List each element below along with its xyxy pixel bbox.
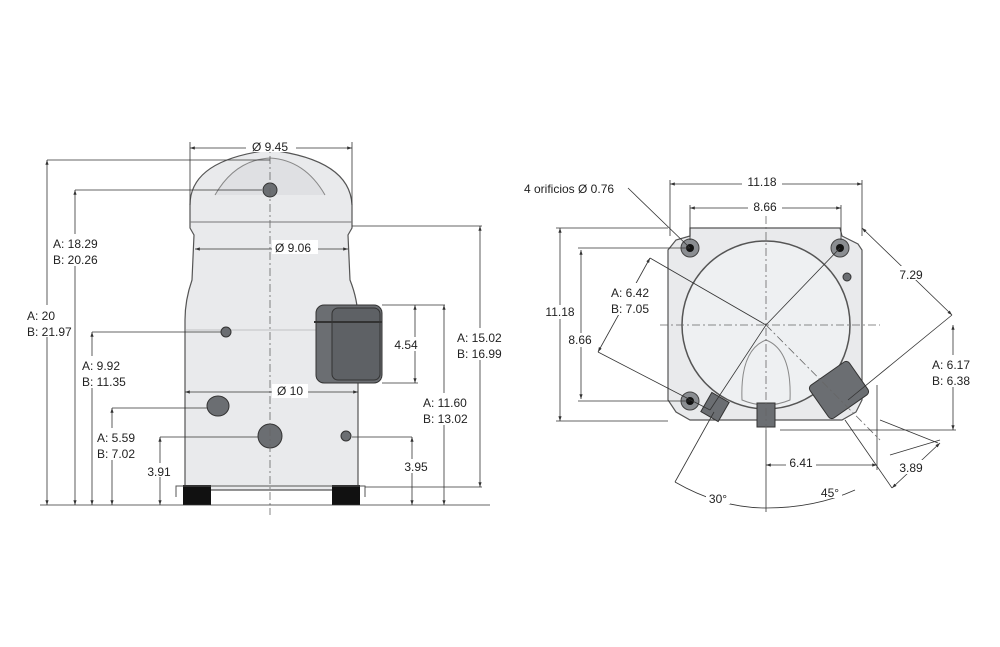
mounting-foot-right [332, 485, 360, 505]
top-view: 11.18 8.66 4 orificios Ø 0.76 11.18 8.66… [524, 175, 980, 512]
holes-callout: 4 orificios Ø 0.76 [524, 182, 614, 196]
dim-oil-port-a: A: 9.92 [82, 359, 120, 373]
dim-diag-right: 7.29 [899, 268, 923, 282]
dim-base-height: 11.18 [545, 305, 574, 319]
dim-upper-diameter: Ø 9.06 [275, 241, 311, 255]
dim-fitting-right: 3.95 [404, 460, 428, 474]
dim-suction-b: B: 7.02 [97, 447, 135, 461]
dim-total-height-a: A: 20 [27, 309, 55, 323]
dim-suction-a: A: 5.59 [97, 431, 135, 445]
terminal-box-top [808, 360, 870, 420]
dim-diag-left-a: A: 6.42 [611, 286, 649, 300]
dim-discharge-height: 3.91 [147, 465, 171, 479]
angle-left: 30° [709, 492, 727, 506]
dim-box-offset-b: B: 6.38 [932, 374, 970, 388]
dim-top-fitting-b: B: 20.26 [53, 253, 98, 267]
dim-terminal-top-b: B: 13.02 [423, 412, 468, 426]
dim-box-offset-a: A: 6.17 [932, 358, 970, 372]
dim-total-height-b: B: 21.97 [27, 325, 72, 339]
oil-port [220, 326, 232, 338]
dim-lower-diameter: Ø 10 [277, 384, 303, 398]
dim-offset-x: 6.41 [789, 456, 813, 470]
suction-fitting [206, 395, 230, 417]
dim-terminal-box: 4.54 [394, 338, 418, 352]
mounting-foot-left [183, 485, 211, 505]
dim-box-depth: 3.89 [899, 461, 923, 475]
dim-hole-spacing-y: 8.66 [568, 333, 592, 347]
dim-top-fitting-a: A: 18.29 [53, 237, 98, 251]
suction-fitting-top [700, 391, 730, 423]
dim-hole-spacing-x: 8.66 [753, 200, 777, 214]
side-view: Ø 9.45 Ø 9.06 Ø 10 A: 20 B: 21.97 A: 18.… [25, 138, 507, 515]
dim-diag-left-b: B: 7.05 [611, 302, 649, 316]
dim-shell-height-b: B: 16.99 [457, 347, 502, 361]
dim-shell-height-a: A: 15.02 [457, 331, 502, 345]
dim-top-diameter: Ø 9.45 [252, 140, 288, 154]
angle-right: 45° [821, 486, 839, 500]
dim-terminal-top-a: A: 11.60 [423, 396, 467, 410]
dim-base-width: 11.18 [747, 175, 776, 189]
schrader-fitting [340, 430, 352, 442]
dim-oil-port-b: B: 11.35 [82, 375, 126, 389]
